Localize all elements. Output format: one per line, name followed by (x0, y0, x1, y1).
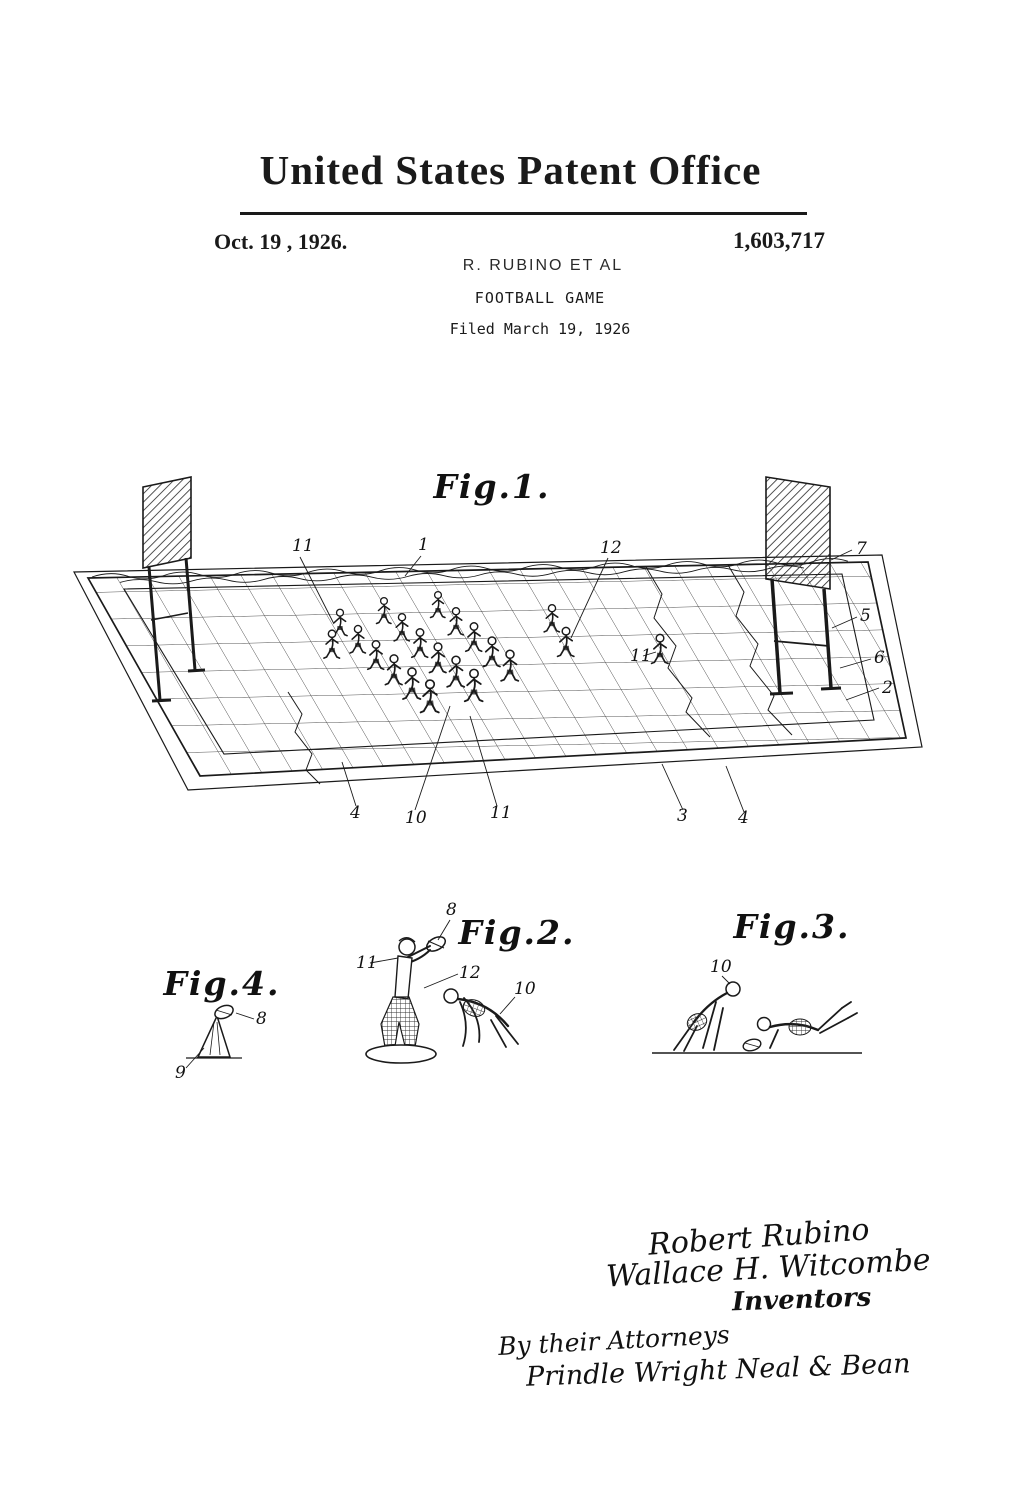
fig1-ref-5: 5 (860, 606, 871, 626)
fig4-label: Fig.4. (163, 964, 281, 1003)
fig1-leader-lines (299, 549, 880, 813)
fig2-ref-10: 10 (514, 979, 536, 999)
fig3-reference-numerals: 10 (710, 957, 732, 977)
fig1-right-goalpost (765, 476, 842, 696)
fig3-fallen-player (742, 1001, 858, 1052)
fig2-standing-player (365, 936, 447, 1064)
fig1-ref-7: 7 (856, 539, 867, 559)
fig2-ref-12: 12 (459, 963, 481, 983)
fig1-ref-10: 10 (405, 808, 427, 828)
fig1-label: Fig.1. (433, 467, 551, 506)
fig1-ref-1: 1 (418, 535, 429, 555)
fig2-label: Fig.2. (458, 913, 576, 952)
fig3-label: Fig.3. (733, 907, 851, 946)
fig1-ref-6: 6 (874, 648, 885, 668)
fig2-ref-11: 11 (356, 953, 378, 973)
issue-date: Oct. 19 , 1926. (214, 229, 348, 254)
invention-title: FOOTBALL GAME (474, 289, 606, 307)
fig4-reference-numerals: 8 9 (175, 1009, 267, 1083)
patent-number: 1,603,717 (733, 228, 825, 253)
fig1-reference-numerals: 11 1 12 7 5 6 2 11 4 10 11 3 4 (292, 535, 893, 828)
fig1-ref-11b: 11 (630, 646, 652, 666)
fig4-leader-lines (185, 1012, 255, 1069)
fig3-crawling-player (673, 981, 741, 1052)
fig4-ref-8: 8 (256, 1009, 267, 1029)
fig1-ref-3: 3 (677, 806, 688, 826)
header-rule (240, 212, 807, 215)
fig1-ref-2: 2 (881, 678, 893, 698)
fig4-ref-9: 9 (175, 1063, 186, 1083)
page-title: United States Patent Office (259, 147, 762, 193)
fig2-tackling-player (443, 988, 519, 1048)
fig1-ref-4a: 4 (349, 803, 361, 823)
signature-inventors-label: Inventors (731, 1282, 872, 1318)
fig1-ref-11a: 11 (292, 536, 314, 556)
fig2-reference-numerals: 8 11 12 10 (356, 900, 536, 999)
fig1-ref-4b: 4 (737, 808, 749, 828)
fig3-ref-10: 10 (710, 957, 732, 977)
fig1-ref-11c: 11 (490, 803, 512, 823)
fig2-ref-8: 8 (446, 900, 457, 920)
fig2-leader-lines (369, 919, 516, 1015)
fig1-left-goalpost (142, 476, 206, 703)
fig3-leader-lines (721, 975, 731, 985)
fig1-ref-12: 12 (600, 538, 622, 558)
inventor-line: R. RUBINO ET AL (462, 257, 624, 274)
fig1-field-board (73, 554, 923, 791)
filed-line: Filed March 19, 1926 (449, 320, 631, 338)
fig4-kicking-tee (186, 1004, 242, 1059)
